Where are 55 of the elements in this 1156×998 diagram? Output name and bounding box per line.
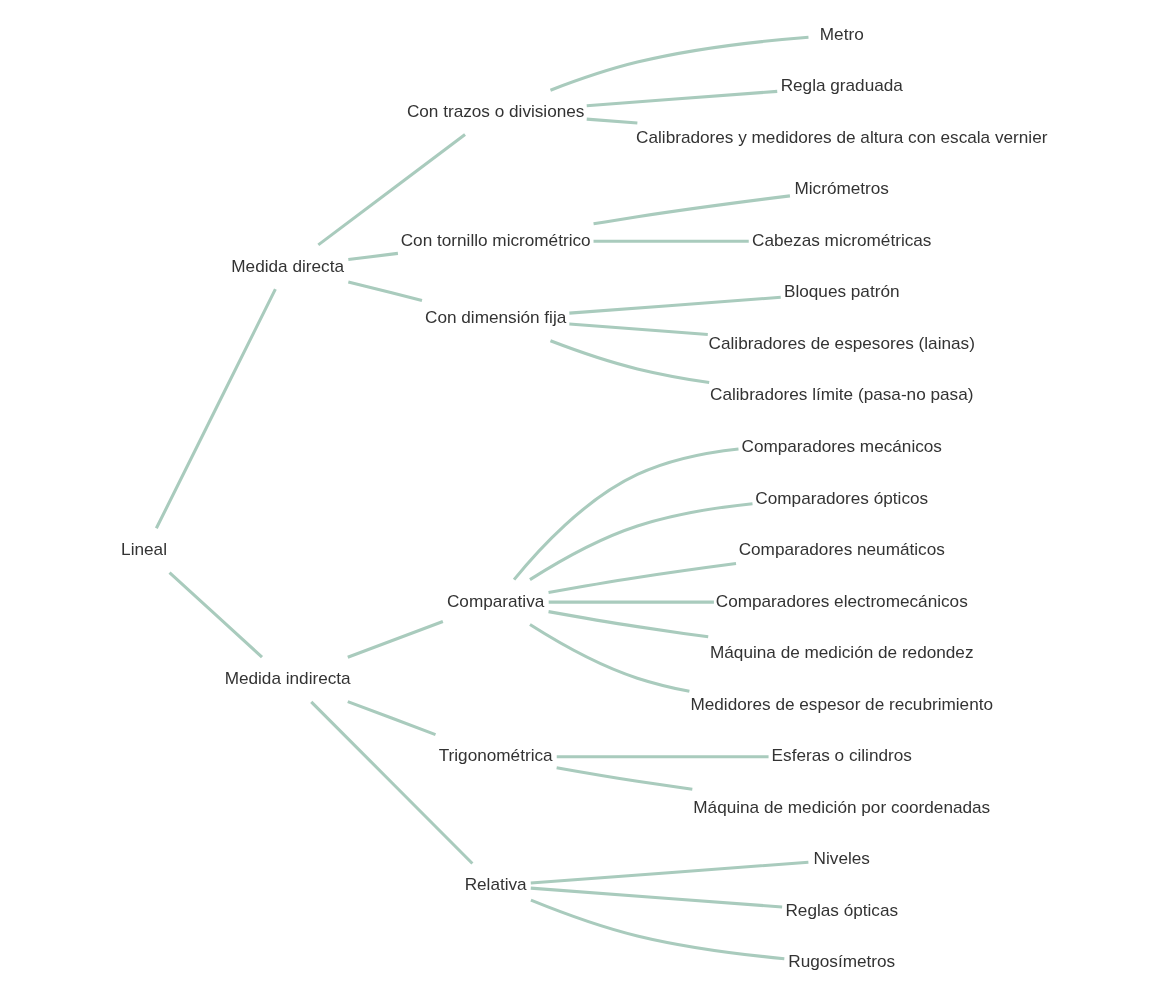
node-text: Calibradores y medidores de altura con escala vernier: [635, 126, 1047, 147]
connector: [154, 288, 277, 529]
node-text: Comparativa: [446, 590, 544, 611]
node-text: Calibradores límite (pasa-no pasa): [709, 384, 973, 405]
node-text: Con dimensión fija: [424, 307, 566, 328]
node-text: Metro: [819, 23, 864, 44]
connector: [347, 280, 422, 302]
node-text: Con trazos o divisiones: [406, 100, 584, 121]
connector: [586, 89, 777, 108]
node-text: Bloques patrón: [783, 281, 900, 302]
connector: [316, 133, 466, 247]
node-text: Comparadores electromecánicos: [715, 590, 968, 611]
connector: [347, 251, 398, 262]
connector: [556, 755, 769, 759]
node-text: Medida indirecta: [224, 667, 351, 688]
connector: [568, 295, 781, 315]
node-text: Comparadores neumáticos: [738, 539, 945, 560]
connector: [547, 610, 708, 639]
connector: [593, 239, 749, 243]
node-text: Trigonométrica: [438, 745, 553, 766]
connector: [530, 860, 808, 885]
connector: [548, 600, 714, 604]
node-text: Lineal: [120, 539, 167, 560]
node-text: Comparadores mecánicos: [741, 436, 942, 456]
connector: [512, 447, 739, 581]
connector: [555, 766, 693, 791]
node-text: Con tornillo micrométrico: [400, 229, 591, 250]
connector: [529, 898, 784, 961]
connector: [346, 700, 436, 736]
connector: [549, 339, 709, 385]
node-text: Reglas ópticas: [784, 899, 898, 920]
node-text: Medida directa: [230, 255, 344, 276]
node-text: Comparadores ópticos: [754, 487, 928, 508]
node-text: Medidores de espesor de recubrimiento: [689, 693, 993, 714]
node-text: Máquina de medición de redondez: [709, 642, 973, 663]
connector: [346, 620, 443, 659]
node-text: Esferas o cilindros: [771, 745, 912, 766]
node-text: Cabezas micrométricas: [751, 229, 931, 250]
connector: [547, 562, 736, 595]
connector: [549, 35, 809, 92]
node-text: Regla graduada: [780, 75, 903, 96]
node-text: Relativa: [464, 874, 527, 895]
node-text: Máquina de medición por coordenadas: [692, 796, 990, 817]
node-text: Niveles: [813, 848, 870, 869]
connector: [586, 117, 637, 125]
connector: [592, 194, 790, 226]
connector: [168, 571, 263, 659]
node-text: Calibradores de espesores (lainas): [708, 332, 975, 353]
connector: [309, 700, 473, 865]
node-text: Micrómetros: [794, 178, 889, 199]
connector: [528, 502, 753, 581]
connector: [528, 623, 690, 693]
connector: [530, 886, 782, 909]
connector: [568, 322, 708, 336]
node-text: Rugosímetros: [787, 951, 895, 972]
